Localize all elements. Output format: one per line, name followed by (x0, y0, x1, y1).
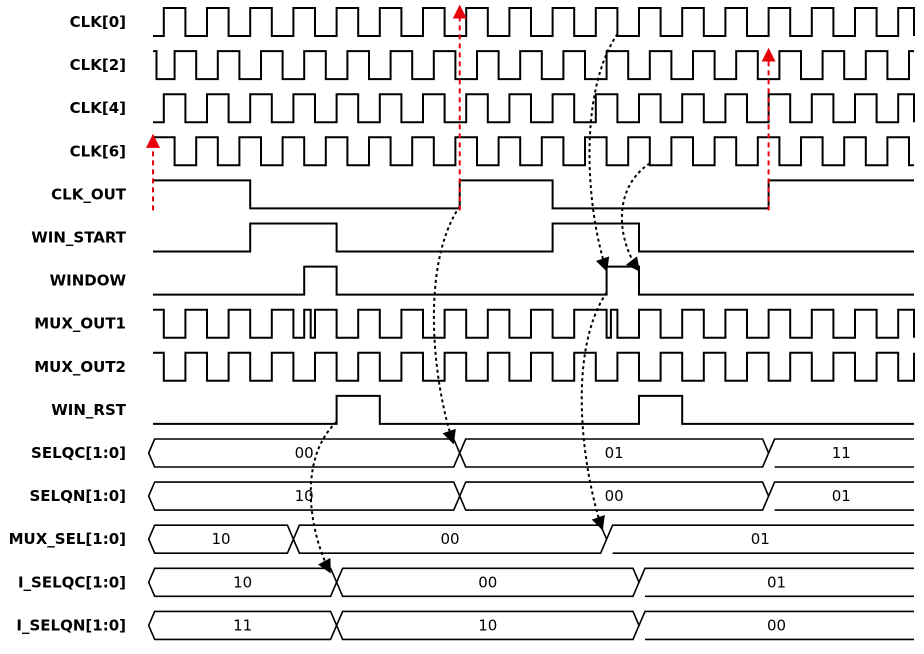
bus-value-i-selqc1-0: 00 (478, 573, 497, 591)
bus-value-i-selqn1-0: 11 (233, 616, 252, 634)
wave-win-start (153, 222, 914, 253)
dependency-arrow-4 (309, 421, 338, 574)
label-win-rst: WIN_RST (51, 401, 127, 419)
wave-clk-out (153, 179, 914, 210)
wave-mux-out1 (153, 308, 915, 339)
label-clk-out: CLK_OUT (51, 185, 127, 203)
label-clk4: CLK[4] (70, 99, 126, 117)
bus-value-i-selqn1-0: 10 (478, 616, 497, 634)
bus-value-selqn1-0: 01 (832, 487, 851, 505)
bus-value-mux-sel1-0: 10 (211, 530, 230, 548)
bus-segment-i-selqc1-0 (638, 567, 914, 598)
dependency-arrow-2 (588, 33, 619, 272)
label-i-selqn1-0: I_SELQN[1:0] (16, 616, 126, 634)
label-mux-out2: MUX_OUT2 (34, 358, 126, 376)
label-win-start: WIN_START (31, 229, 127, 247)
bus-value-selqc1-0: 00 (295, 444, 314, 462)
bus-value-i-selqn1-0: 00 (767, 616, 786, 634)
dependency-arrow-1 (432, 205, 461, 445)
bus-value-selqc1-0: 01 (605, 444, 624, 462)
bus-segment-mux-sel1-0 (605, 524, 914, 554)
edge-markers (146, 4, 776, 211)
label-i-selqc1-0: I_SELQC[1:0] (18, 573, 126, 591)
signal-labels: CLK[0] CLK[2] CLK[4] CLK[6] CLK_OUT WIN_START… (9, 13, 127, 634)
wave-clk2 (153, 50, 914, 81)
bus-value-mux-sel1-0: 01 (751, 530, 770, 548)
label-mux-out1: MUX_OUT1 (34, 315, 126, 333)
wave-window (153, 265, 914, 296)
label-clk0: CLK[0] (70, 13, 126, 31)
bus-value-i-selqc1-0: 10 (233, 573, 252, 591)
signal-waveforms: 00 01 11 10 00 01 10 00 01 10 00 01 11 10 00 (147, 7, 915, 641)
label-mux-sel1-0: MUX_SEL[1:0] (9, 530, 126, 548)
bus-value-selqn1-0: 10 (295, 487, 314, 505)
wave-mux-out2 (153, 351, 915, 382)
label-selqn1-0: SELQN[1:0] (30, 487, 127, 505)
label-clk6: CLK[6] (70, 142, 126, 160)
wave-clk0 (153, 7, 915, 37)
bus-value-i-selqc1-0: 01 (767, 573, 786, 591)
bus-segment-selqc1-0 (767, 438, 914, 468)
label-selqc1-0: SELQC[1:0] (31, 444, 126, 462)
label-clk2: CLK[2] (70, 56, 126, 74)
dependency-arrow-3 (620, 162, 651, 272)
bus-segment-i-selqn1-0 (638, 610, 914, 641)
bus-value-mux-sel1-0: 00 (440, 530, 459, 548)
dependency-arrows (309, 33, 651, 574)
wave-clk6 (153, 136, 914, 167)
bus-value-selqc1-0: 11 (832, 444, 851, 462)
wave-clk4 (153, 93, 915, 124)
bus-value-selqn1-0: 00 (605, 487, 624, 505)
dependency-arrow-5 (580, 292, 608, 531)
wave-win-rst (153, 394, 914, 425)
bus-segment-selqn1-0 (767, 481, 914, 511)
label-window: WINDOW (50, 272, 127, 290)
